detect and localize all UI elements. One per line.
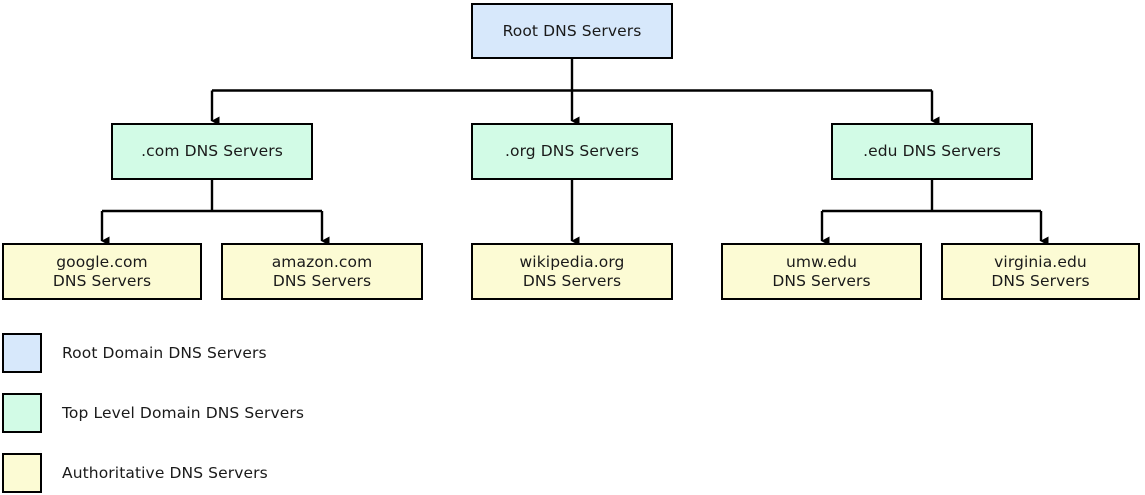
legend-swatch-top-level-domain — [2, 393, 42, 433]
legend-swatch-root-domain — [2, 333, 42, 373]
node-com-dns-servers[interactable]: .com DNS Servers — [111, 123, 313, 180]
legend-label-top-level-domain: Top Level Domain DNS Servers — [62, 404, 304, 422]
node-label: .org DNS Servers — [504, 142, 640, 160]
node-edu-dns-servers[interactable]: .edu DNS Servers — [831, 123, 1033, 180]
node-label: virginia.edu DNS Servers — [991, 252, 1090, 290]
node-google-com-dns-servers[interactable]: google.com DNS Servers — [2, 243, 202, 300]
node-wikipedia-org-dns-servers[interactable]: wikipedia.org DNS Servers — [471, 243, 673, 300]
legend-item-authoritative: Authoritative DNS Servers — [2, 453, 268, 493]
node-amazon-com-dns-servers[interactable]: amazon.com DNS Servers — [221, 243, 423, 300]
legend-label-authoritative: Authoritative DNS Servers — [62, 464, 268, 482]
legend-item-root-domain: Root Domain DNS Servers — [2, 333, 267, 373]
legend-item-top-level-domain: Top Level Domain DNS Servers — [2, 393, 304, 433]
node-label: google.com DNS Servers — [52, 252, 152, 290]
node-org-dns-servers[interactable]: .org DNS Servers — [471, 123, 673, 180]
node-label: .com DNS Servers — [141, 142, 283, 160]
node-label: wikipedia.org DNS Servers — [519, 252, 625, 290]
node-virginia-edu-dns-servers[interactable]: virginia.edu DNS Servers — [941, 243, 1140, 300]
node-label: Root DNS Servers — [502, 21, 642, 40]
node-root-dns-servers[interactable]: Root DNS Servers — [471, 3, 673, 59]
legend-label-root-domain: Root Domain DNS Servers — [62, 344, 267, 362]
node-label: umw.edu DNS Servers — [772, 252, 871, 290]
node-label: .edu DNS Servers — [863, 142, 1001, 160]
legend-swatch-authoritative — [2, 453, 42, 493]
node-label: amazon.com DNS Servers — [271, 252, 373, 290]
node-umw-edu-dns-servers[interactable]: umw.edu DNS Servers — [721, 243, 922, 300]
